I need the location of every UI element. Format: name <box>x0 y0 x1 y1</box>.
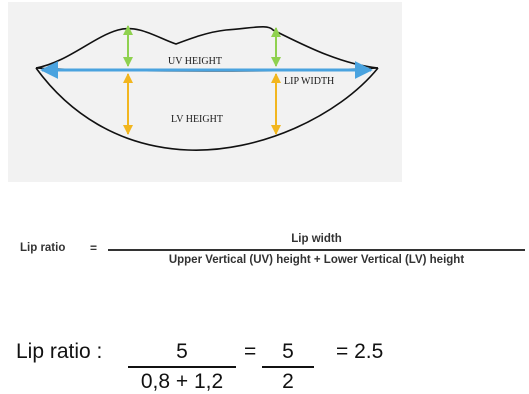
lip-diagram: UV HEIGHT LV HEIGHT LIP WIDTH <box>35 25 379 151</box>
lip-ratio-calculation: Lip ratio : 5 0,8 + 1,2 = 5 2 = 2.5 <box>0 330 529 394</box>
calculation-fraction-1: 5 0,8 + 1,2 <box>128 340 236 394</box>
lip-diagram-panel: UV HEIGHT LV HEIGHT LIP WIDTH <box>8 2 402 182</box>
formula-fraction: Lip width Upper Vertical (UV) height + L… <box>108 232 525 266</box>
lv-height-label: LV HEIGHT <box>171 114 223 125</box>
calculation-fraction-2: 5 2 <box>262 340 314 394</box>
lower-lip-outline <box>35 67 379 151</box>
uv-height-label: UV HEIGHT <box>168 56 222 67</box>
lip-width-label: LIP WIDTH <box>284 76 334 87</box>
upper-lip-outline <box>35 26 379 69</box>
fraction-2-denominator: 2 <box>282 370 294 393</box>
lip-ratio-formula: Lip ratio = Lip width Upper Vertical (UV… <box>20 232 525 272</box>
fraction-1-denominator: 0,8 + 1,2 <box>140 370 224 393</box>
fraction-1-bar <box>128 366 236 368</box>
calculation-equals-sign: = <box>244 340 257 363</box>
formula-equals-sign: = <box>90 241 98 255</box>
formula-numerator: Lip width <box>291 233 342 245</box>
formula-label: Lip ratio <box>20 242 66 254</box>
fraction-2-bar <box>262 366 314 368</box>
formula-fraction-bar <box>108 249 525 251</box>
calculation-label: Lip ratio : <box>16 340 103 363</box>
calculation-result: = 2.5 <box>336 340 384 363</box>
fraction-1-numerator: 5 <box>176 340 188 363</box>
fraction-2-numerator: 5 <box>282 340 294 363</box>
formula-denominator: Upper Vertical (UV) height + Lower Verti… <box>168 253 465 266</box>
